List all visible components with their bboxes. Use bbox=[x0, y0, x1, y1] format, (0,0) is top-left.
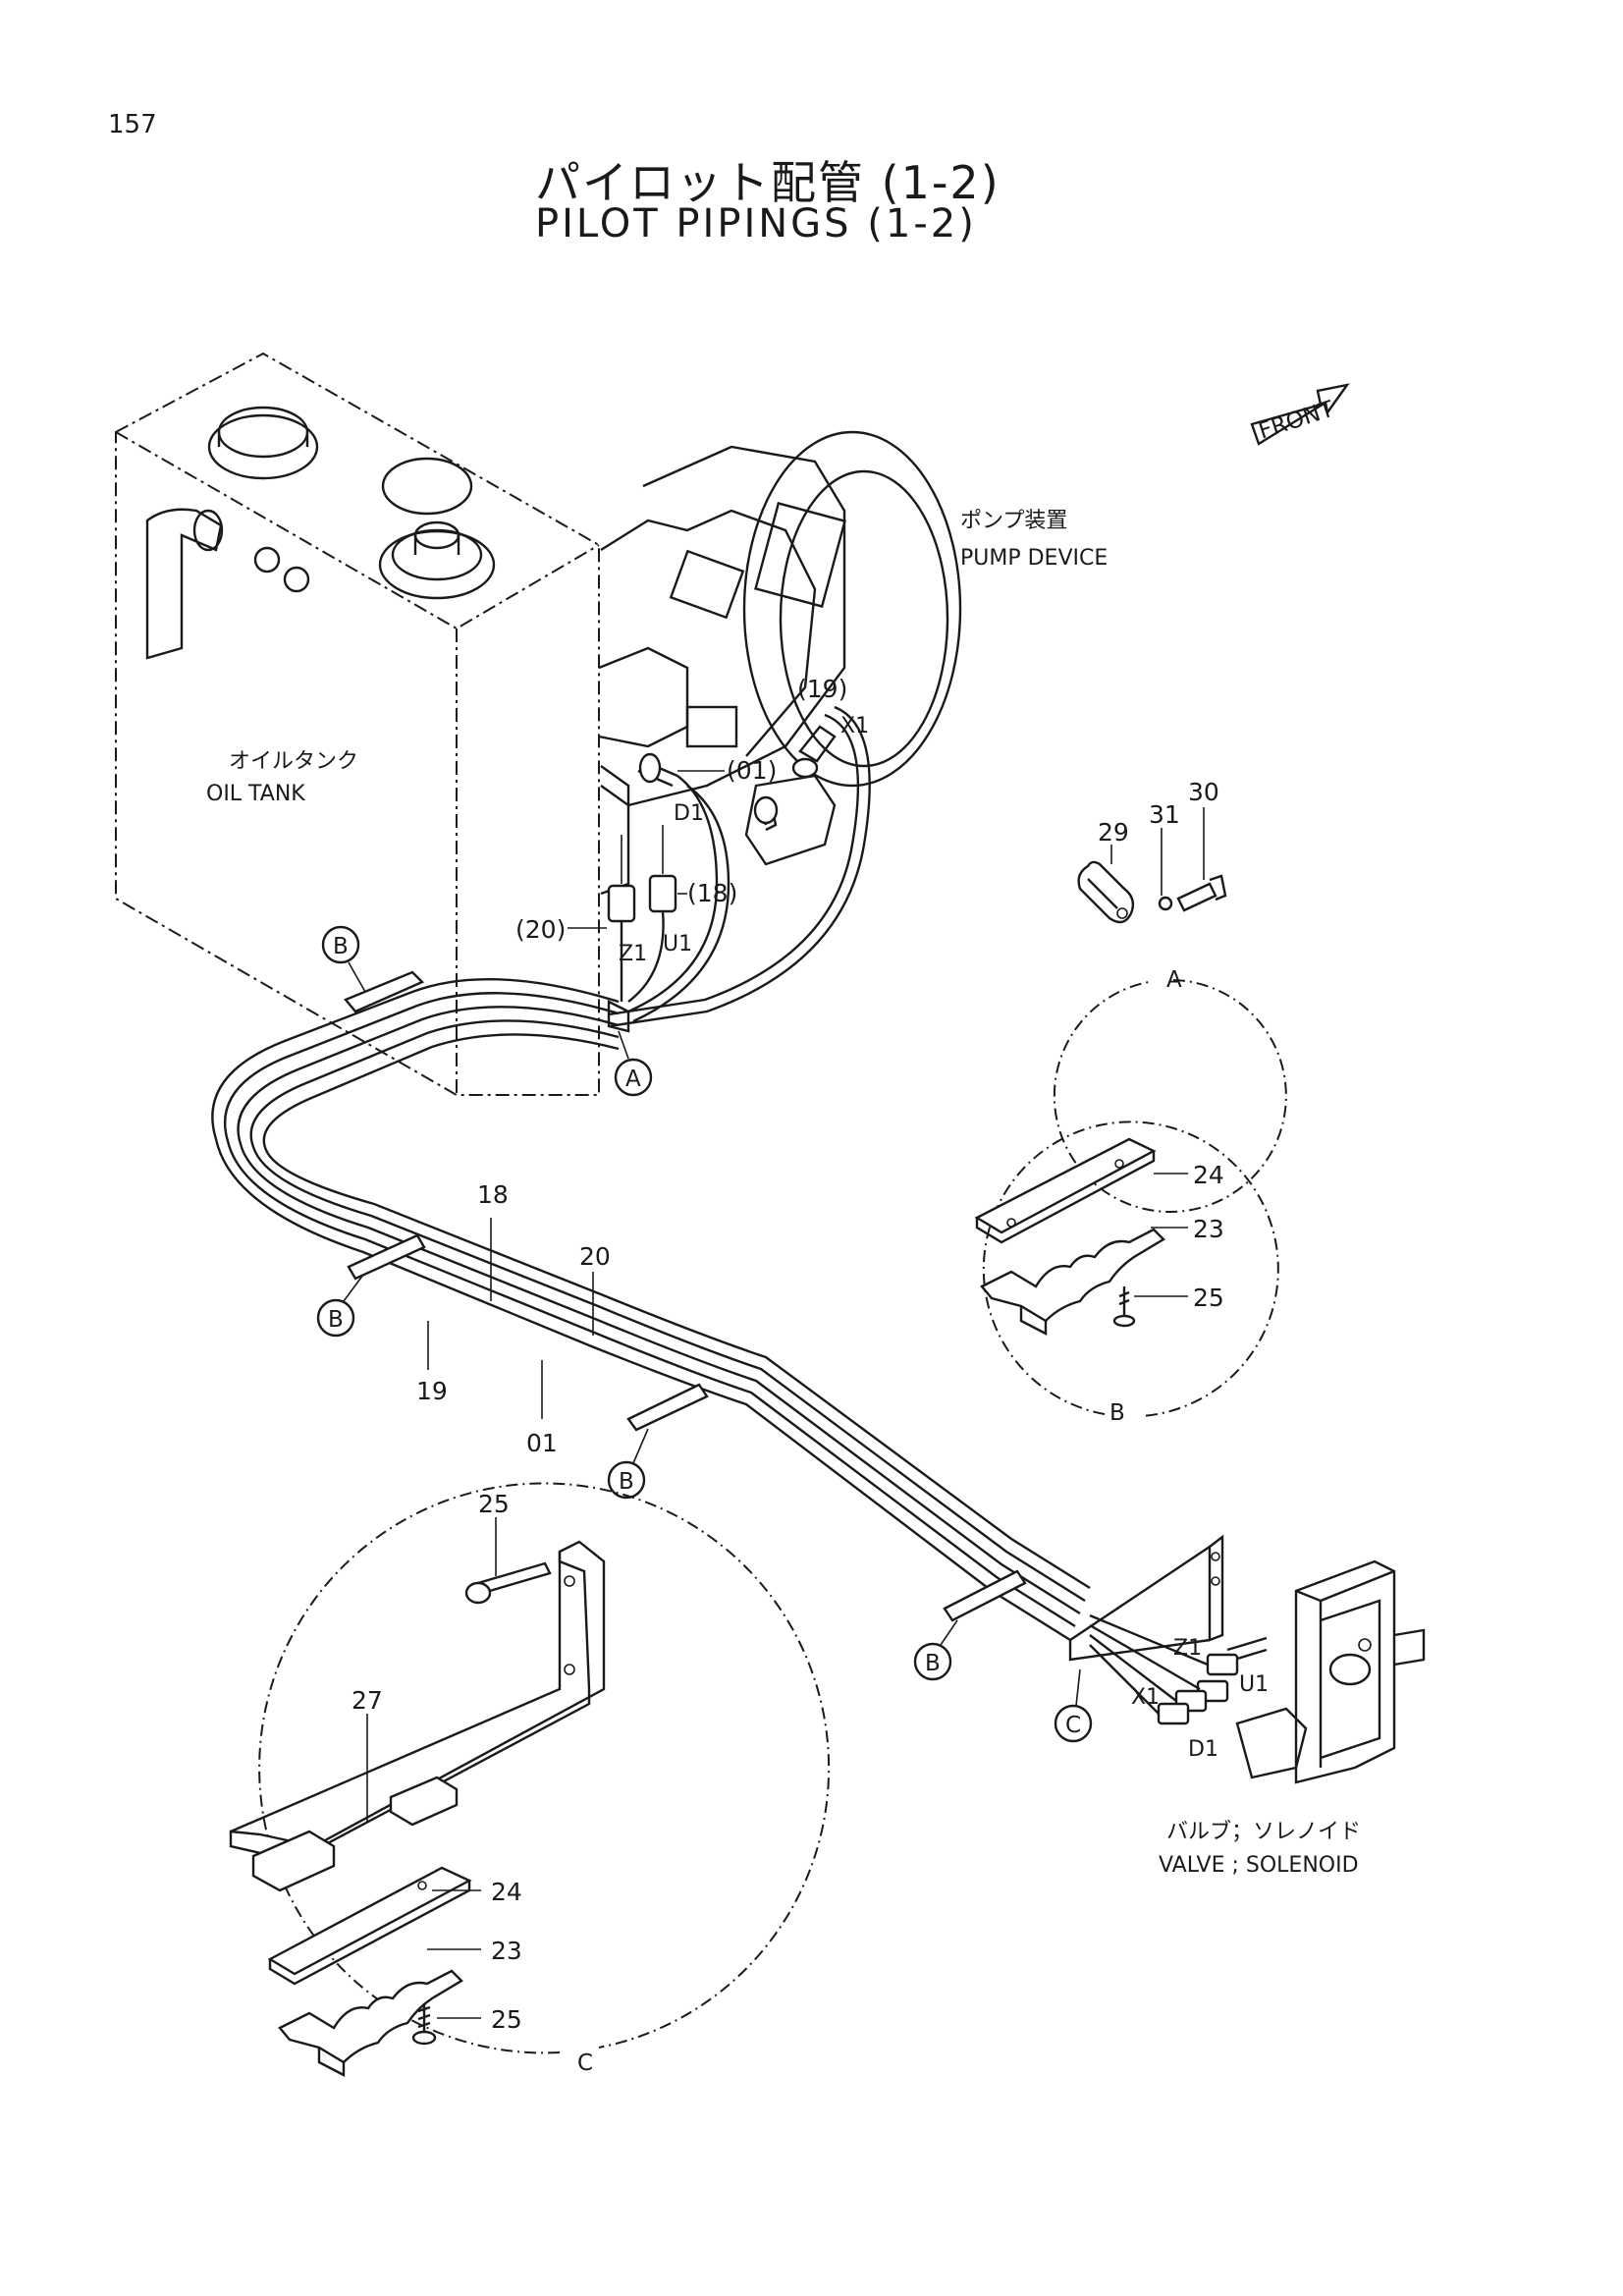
detail-a-part-29: 29 bbox=[1098, 818, 1129, 847]
svg-text:B: B bbox=[925, 1651, 941, 1676]
pump-device-drawing bbox=[598, 430, 962, 896]
detail-a bbox=[1053, 807, 1287, 1213]
detail-b-label: B bbox=[1109, 1400, 1125, 1426]
hose-label-18: 18 bbox=[477, 1180, 509, 1209]
svg-text:B: B bbox=[333, 934, 349, 959]
port-z1-valve: Z1 bbox=[1173, 1636, 1202, 1661]
hose-label-01: 01 bbox=[526, 1429, 558, 1457]
detail-a-part-31: 31 bbox=[1149, 800, 1180, 829]
valve-label-jp: バルブ；ソレノイド bbox=[1166, 1820, 1361, 1844]
port-u1-top: U1 bbox=[663, 932, 692, 957]
detail-a-label: A bbox=[1166, 967, 1182, 993]
detail-c-part-25-bottom: 25 bbox=[491, 2005, 522, 2034]
solenoid-valve-drawing bbox=[1068, 1534, 1426, 1784]
pump-fittings bbox=[607, 725, 837, 923]
svg-text:A: A bbox=[625, 1066, 641, 1092]
hose-bundle bbox=[211, 978, 1091, 1642]
callout-20-top: (20) bbox=[515, 915, 566, 944]
front-arrow-icon: FRONT bbox=[1250, 383, 1350, 446]
detail-b-part-25: 25 bbox=[1193, 1284, 1224, 1312]
marker-c: C bbox=[1054, 1668, 1093, 1743]
oil-tank-label-en: OIL TANK bbox=[206, 782, 305, 806]
callout-19-top: (19) bbox=[797, 675, 847, 703]
oil-tank-label-jp: オイルタンク bbox=[229, 749, 358, 774]
detail-c-part-27: 27 bbox=[352, 1686, 383, 1715]
marker-a: A bbox=[614, 1030, 653, 1097]
detail-c-part-25-top: 25 bbox=[478, 1490, 510, 1518]
port-x1-valve: X1 bbox=[1131, 1685, 1160, 1710]
svg-text:B: B bbox=[328, 1307, 344, 1333]
detail-b-part-24: 24 bbox=[1193, 1161, 1224, 1189]
port-d1-valve: D1 bbox=[1188, 1737, 1218, 1762]
hose-label-19: 19 bbox=[416, 1377, 448, 1405]
detail-b bbox=[974, 1121, 1279, 1417]
page-title-en: PILOT PIPINGS (1-2) bbox=[535, 201, 977, 246]
pump-device-label-jp: ポンプ装置 bbox=[960, 509, 1067, 533]
pump-device-label-en: PUMP DEVICE bbox=[960, 546, 1108, 571]
hose-label-20: 20 bbox=[579, 1242, 611, 1271]
marker-b-3: B bbox=[607, 1428, 649, 1500]
callout-18-top: (18) bbox=[687, 879, 737, 907]
page-title-jp: パイロット配管 (1-2) bbox=[535, 156, 1001, 209]
detail-a-part-30: 30 bbox=[1188, 778, 1219, 806]
svg-text:C: C bbox=[1065, 1713, 1081, 1738]
valve-fittings bbox=[1089, 1613, 1239, 1725]
valve-label-en: VALVE ; SOLENOID bbox=[1159, 1853, 1359, 1878]
port-u1-valve: U1 bbox=[1239, 1672, 1269, 1697]
page-number: 157 bbox=[108, 110, 157, 139]
pump-hoses bbox=[607, 705, 871, 1033]
bundle-clamps bbox=[344, 970, 1027, 1622]
detail-b-part-23: 23 bbox=[1193, 1215, 1224, 1243]
detail-c bbox=[229, 1482, 831, 2077]
marker-b-2: B bbox=[316, 1274, 364, 1338]
detail-c-part-24: 24 bbox=[491, 1878, 522, 1906]
detail-c-part-23: 23 bbox=[491, 1937, 522, 1965]
marker-b-4: B bbox=[913, 1619, 958, 1681]
detail-c-label: C bbox=[577, 2050, 593, 2076]
front-label: FRONT bbox=[1256, 396, 1338, 444]
svg-text:B: B bbox=[619, 1469, 634, 1495]
port-x1-top: X1 bbox=[840, 714, 869, 738]
oil-tank-drawing bbox=[115, 352, 600, 1096]
port-z1-top: Z1 bbox=[619, 942, 647, 966]
port-d1-top: D1 bbox=[674, 801, 704, 826]
callout-01-top: (01) bbox=[727, 756, 777, 785]
marker-b-1: B bbox=[321, 925, 366, 993]
